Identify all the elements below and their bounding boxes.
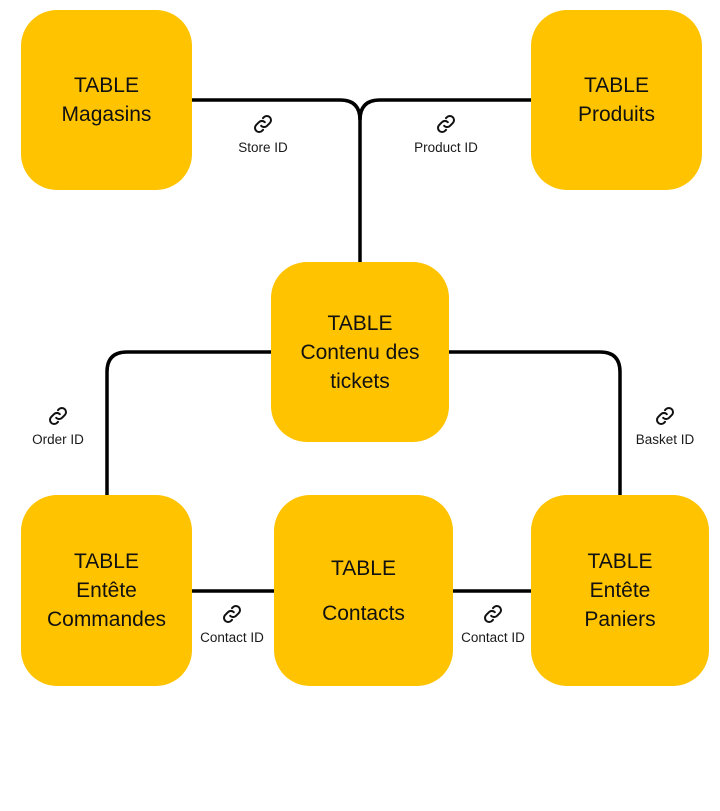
node-type-label: TABLE [74,74,139,97]
link-icon [437,115,455,133]
table-contenu-tickets-node: TABLE Contenu des tickets [271,262,449,442]
link-icon [223,605,241,623]
link-icon [254,115,272,133]
node-name-label: Magasins [61,103,152,126]
link-label: Contact ID [200,630,264,645]
node-name-label: Entête [76,579,137,602]
node-name-label-2: tickets [330,369,390,393]
node-name-label: Entête [589,579,651,602]
link-label: Contact ID [461,630,525,645]
contact-id-link-left: Contact ID [172,603,292,645]
connector-produits-contenu [358,98,531,121]
table-produits-node: TABLE Produits [531,10,702,190]
node-name-label-2: Paniers [584,608,656,631]
order-id-link: Order ID [0,405,118,447]
table-magasins-node: TABLE Magasins [21,10,192,190]
node-name-label: Produits [577,103,656,126]
node-name-label: Contacts [322,601,405,625]
link-icon [49,407,67,425]
store-id-link: Store ID [203,113,323,155]
link-label: Order ID [32,432,84,447]
table-entete-commandes-node: TABLE Entête Commandes [21,495,192,686]
connector-contenu-commandes [105,350,271,495]
link-label: Basket ID [635,432,695,447]
node-type-label: TABLE [584,74,649,97]
link-icon [484,605,502,623]
product-id-link: Product ID [386,113,506,155]
link-icon [656,407,674,425]
connector-contenu-paniers [449,350,622,495]
node-name-label-2: Commandes [46,608,167,631]
node-type-label: TABLE [331,556,396,580]
link-label: Product ID [414,140,478,155]
node-type-label: TABLE [327,311,393,335]
basket-id-link: Basket ID [605,405,720,447]
table-entete-paniers-node: TABLE Entête Paniers [531,495,709,686]
contact-id-link-right: Contact ID [433,603,553,645]
node-type-label: TABLE [74,550,139,573]
table-contacts-node: TABLE Contacts [274,495,453,686]
node-type-label: TABLE [587,550,653,573]
node-name-label: Contenu des [300,340,420,364]
link-label: Store ID [238,140,288,155]
